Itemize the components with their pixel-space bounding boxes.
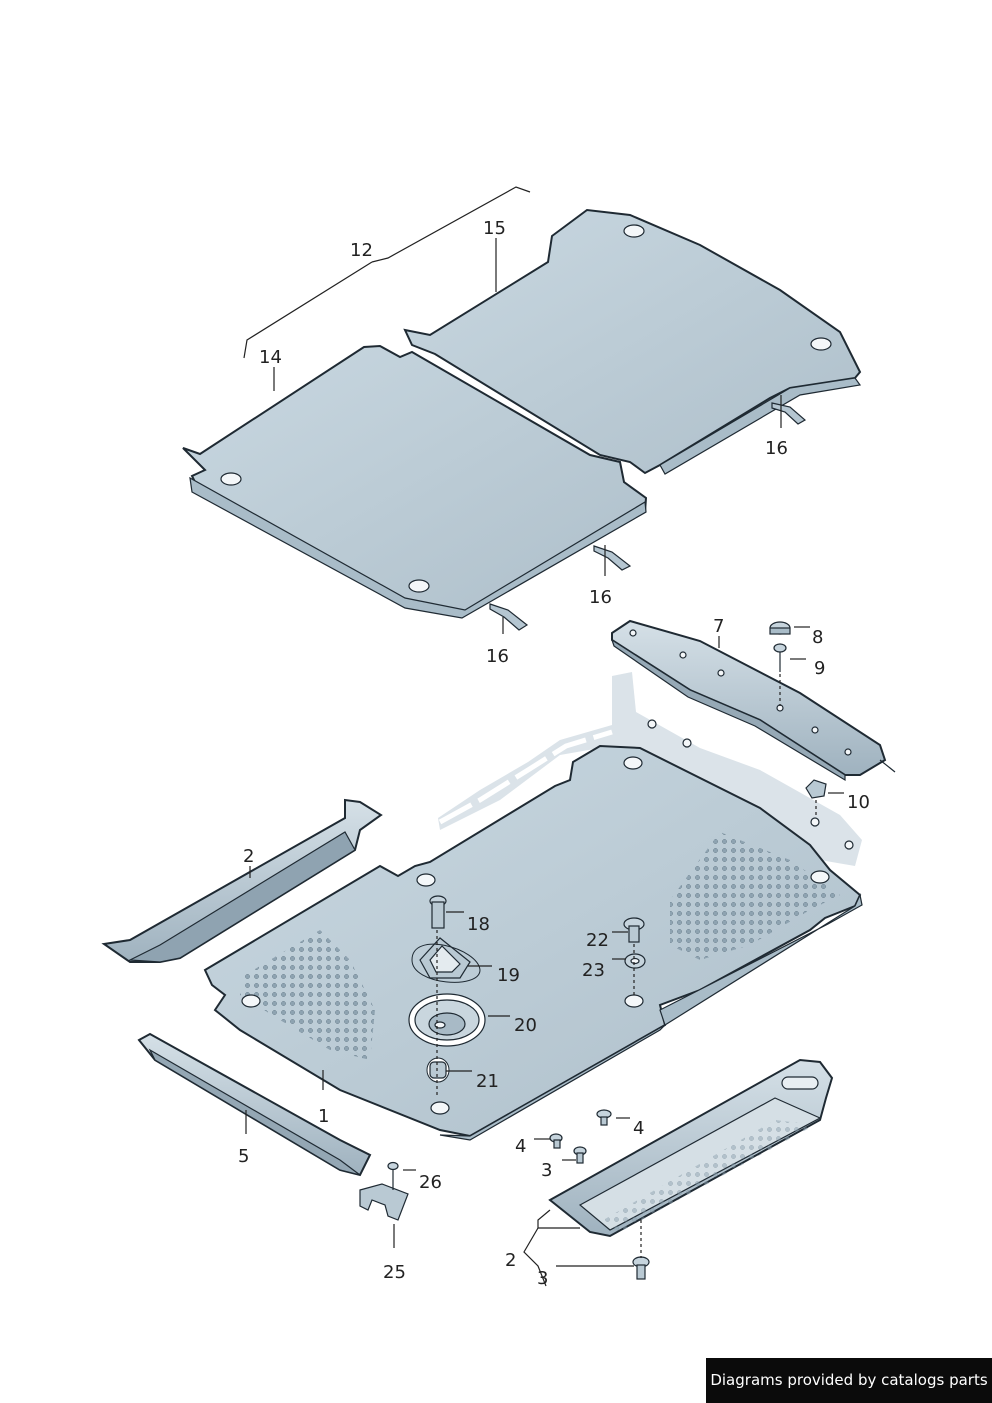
tie-down-19 (411, 937, 481, 983)
label-4-a: 4 (633, 1118, 644, 1139)
bracket-16-a (771, 402, 807, 425)
screw-9 (773, 643, 787, 706)
sill-trim-2-left (101, 798, 383, 963)
bracket-16-b (593, 545, 632, 571)
label-18: 18 (467, 914, 490, 935)
rear-trim-7 (610, 619, 896, 782)
bolt-22 (623, 917, 645, 943)
watermark-banner: Diagrams provided by catalogs parts (706, 1358, 992, 1403)
sill-trim-2-right (548, 1058, 834, 1238)
floor-mat-1 (203, 744, 863, 1141)
label-7: 7 (713, 616, 724, 637)
screw-26 (387, 1161, 399, 1190)
grommet-20 (408, 993, 486, 1047)
label-22: 22 (586, 930, 609, 951)
bracket-16-c (489, 603, 529, 631)
label-26: 26 (419, 1172, 442, 1193)
label-19: 19 (497, 965, 520, 986)
label-14: 14 (259, 347, 282, 368)
label-2-left: 2 (243, 846, 254, 867)
bolt-18 (429, 895, 447, 929)
clip-4-b (549, 1133, 563, 1149)
label-20: 20 (514, 1015, 537, 1036)
floor-panel-14 (182, 344, 648, 619)
label-10: 10 (847, 792, 870, 813)
label-1: 1 (318, 1106, 329, 1127)
clip-10 (805, 779, 827, 818)
label-3-b: 3 (537, 1268, 548, 1289)
cap-8 (769, 621, 791, 635)
label-4-b: 4 (515, 1136, 526, 1157)
label-15: 15 (483, 218, 506, 239)
label-2-right: 2 (505, 1250, 516, 1271)
label-21: 21 (476, 1071, 499, 1092)
label-16-c: 16 (486, 646, 509, 667)
bracket-25 (359, 1183, 409, 1221)
label-23: 23 (582, 960, 605, 981)
trim-strip-5 (137, 1032, 372, 1177)
label-8: 8 (812, 627, 823, 648)
label-12: 12 (350, 240, 373, 261)
label-16-b: 16 (589, 587, 612, 608)
callout-labels: 15 12 14 16 16 16 7 8 9 10 2 18 22 19 23… (238, 218, 870, 1289)
floor-panel-15 (403, 208, 862, 475)
label-3-a: 3 (541, 1160, 552, 1181)
leader-lines (245, 238, 844, 1287)
clip-4-a (596, 1109, 612, 1126)
screw-3-a (573, 1146, 587, 1164)
label-5: 5 (238, 1146, 249, 1167)
label-25: 25 (383, 1262, 406, 1283)
washer-23 (624, 953, 646, 969)
screw-3-b (632, 1220, 650, 1280)
label-9: 9 (814, 658, 825, 679)
label-16-a: 16 (765, 438, 788, 459)
spacer-21 (426, 1057, 450, 1083)
